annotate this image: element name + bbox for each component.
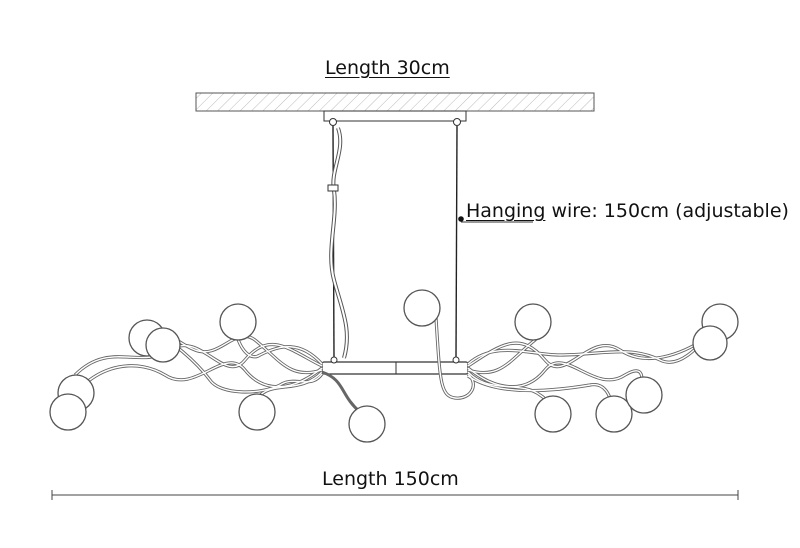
- globe: [534, 395, 572, 433]
- canopy-screw-left: [329, 118, 337, 126]
- hanging-wire-label: Hanging wire: 150cm (adjustable): [466, 200, 789, 222]
- canopy-screw-right: [453, 118, 461, 126]
- globe: [238, 393, 276, 431]
- wire-callout-dot: [458, 216, 464, 222]
- globe: [403, 289, 441, 327]
- right-arms: [434, 317, 720, 411]
- globe: [145, 327, 181, 363]
- globe: [514, 303, 552, 341]
- bottom-length-label: Length 150cm: [322, 468, 459, 490]
- globe: [348, 405, 386, 443]
- hanging-wire-label-rest: wire: 150cm (adjustable): [545, 200, 789, 222]
- hanging-wire-label-prefix: Hanging: [466, 200, 546, 222]
- hanging-wire-right: [455, 125, 458, 359]
- central-bar: [321, 361, 469, 375]
- globe: [625, 376, 663, 414]
- glass-globes: [49, 289, 739, 443]
- top-length-label: Length 30cm: [325, 57, 450, 79]
- globe: [49, 393, 87, 431]
- globe: [692, 325, 728, 361]
- globe: [595, 395, 633, 433]
- canopy-plate: [323, 110, 467, 122]
- globe: [219, 303, 257, 341]
- ceiling: [195, 92, 595, 112]
- cord-clip: [327, 184, 339, 192]
